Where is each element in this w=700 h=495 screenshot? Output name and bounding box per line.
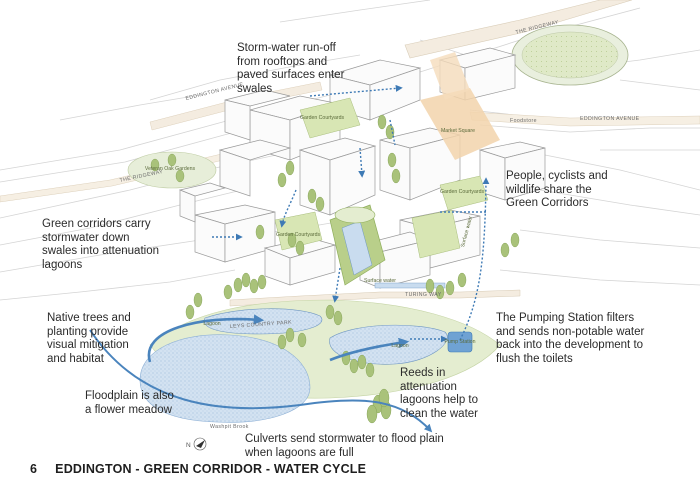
label-leys-country-park: LEYS COUNTRY PARK — [230, 320, 293, 330]
label-market-square: Market Square — [441, 128, 475, 134]
garden-courtyards — [274, 97, 489, 259]
label-lagoon-1: Lagoon — [203, 321, 220, 327]
label-surface-water: Surface water — [364, 278, 396, 284]
annotation-culverts: Culverts send stormwater to flood plain … — [245, 433, 444, 459]
label-veteran-oak: Veteran Oak Gardens — [145, 166, 196, 172]
label-garden-courtyards-3: Garden Courtyards — [440, 189, 485, 195]
pump-station-icon — [447, 331, 473, 353]
annotation-people: People, cyclists and wildlife share the … — [506, 170, 608, 209]
sports-field — [511, 24, 629, 86]
floodplain — [139, 334, 311, 423]
label-eddington-avenue-right: EDDINGTON AVENUE — [580, 116, 640, 122]
page-number: 6 — [30, 462, 38, 476]
market-square — [420, 88, 500, 160]
north-arrow-icon — [193, 437, 207, 451]
surface-water-strip — [374, 282, 446, 289]
label-garden-courtyards-1: Garden Courtyards — [300, 115, 345, 121]
page-title: EDDINGTON - GREEN CORRIDOR - WATER CYCLE — [55, 462, 367, 476]
label-north: N — [186, 442, 191, 449]
annotation-native-trees: Native trees and planting provide visual… — [47, 312, 131, 365]
tree-clusters — [150, 114, 520, 424]
annotation-storm-water: Storm-water run-off from rooftops and pa… — [237, 42, 345, 95]
ridgeway-road — [404, 0, 633, 59]
label-foodstore: Foodstore — [510, 118, 537, 124]
market-strip — [430, 52, 470, 100]
annotation-reeds: Reeds in attenuation lagoons help to cle… — [400, 367, 479, 420]
swale-channel — [341, 220, 373, 276]
annotation-green-corridors: Green corridors carry stormwater down sw… — [42, 218, 159, 271]
label-washpit-brook: Washpit Brook — [210, 424, 249, 430]
annotation-pumping-station: The Pumping Station filters and sends no… — [496, 312, 645, 365]
label-lagoon-2: Lagoon — [391, 343, 408, 349]
flow-arrows — [212, 84, 490, 343]
veteran-oak-gardens — [127, 151, 217, 189]
label-pump-station: Pump Station — [444, 339, 475, 345]
label-turing-way: TURING WAY — [405, 292, 442, 298]
label-garden-courtyards-2: Garden Courtyards — [276, 232, 321, 238]
brook-flow — [89, 314, 433, 433]
annotation-floodplain: Floodplain is also a flower meadow — [85, 390, 174, 416]
page-footer: 6 EDDINGTON - GREEN CORRIDOR - WATER CYCL… — [30, 462, 366, 476]
building-blocks — [178, 47, 546, 289]
corridor-oval — [334, 206, 376, 224]
